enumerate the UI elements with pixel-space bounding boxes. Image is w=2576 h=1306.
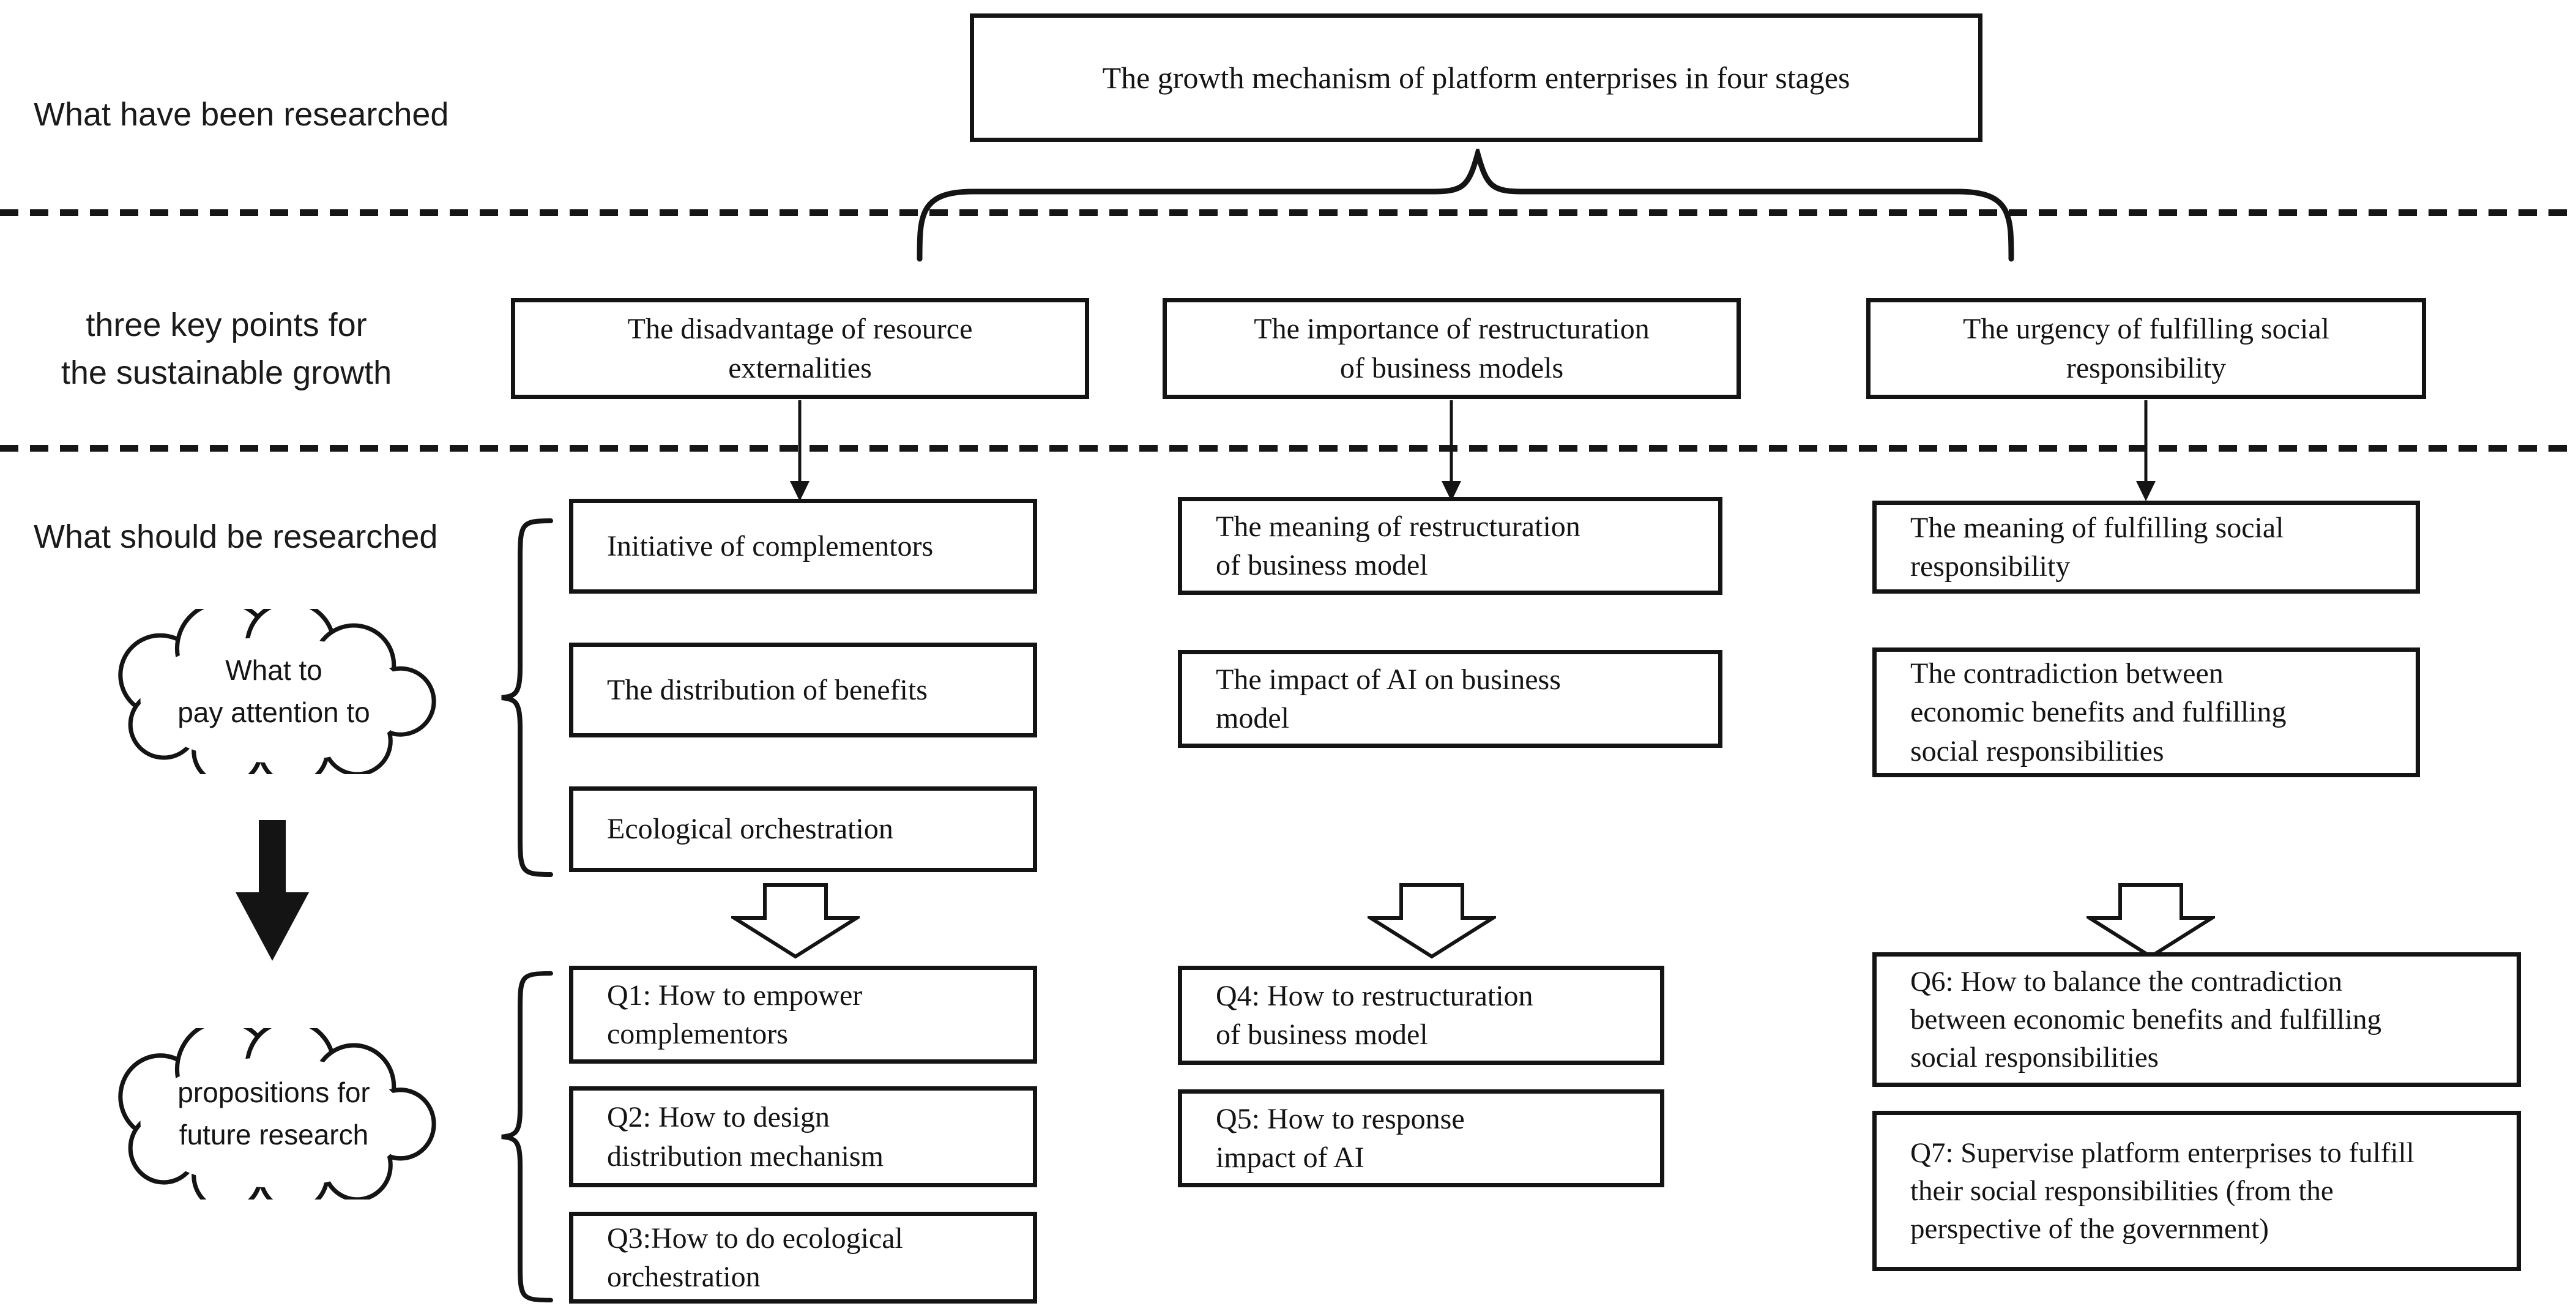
key-point-label: The importance of restructuration of bus… [1254,313,1650,384]
thick-down-arrow-icon [236,820,309,961]
top-box: The growth mechanism of platform enterpr… [970,13,1982,142]
question-label: Q2: How to design distribution mechanism [607,1101,884,1173]
focus-box-initiative-of-complementors: Initiative of complementors [569,499,1037,594]
question-label: Q7: Supervise platform enterprises to fu… [1910,1136,2414,1245]
down-arrow-icon [789,400,811,502]
focus-label: Initiative of complementors [607,529,934,562]
focus-box-contradiction-economic-social: The contradiction between economic benef… [1872,647,2420,777]
question-box-q5: Q5: How to response impact of AI [1178,1089,1664,1187]
dashed-divider-top [0,209,2576,216]
curly-brace-focus-icon [497,517,555,878]
hollow-down-arrow-icon [2086,882,2215,959]
question-box-q6: Q6: How to balance the contradiction bet… [1872,952,2521,1087]
question-label: Q5: How to response impact of AI [1216,1102,1465,1174]
question-box-q1: Q1: How to empower complementors [569,966,1037,1064]
focus-label: Ecological orchestration [607,813,893,846]
label-three-key-points: three key points for the sustainable gro… [61,307,392,392]
down-arrow-icon [2135,400,2157,502]
cloud-label: propositions for future research [177,1077,370,1151]
focus-box-distribution-of-benefits: The distribution of benefits [569,643,1037,737]
focus-label: The contradiction between economic benef… [1910,657,2287,767]
cloud-shape-icon [118,609,436,774]
question-label: Q6: How to balance the contradiction bet… [1910,965,2382,1074]
focus-label: The distribution of benefits [607,673,928,706]
key-point-label: The disadvantage of resource externaliti… [627,313,973,384]
question-label: Q4: How to restructuration of business m… [1216,979,1533,1051]
question-box-q3: Q3:How to do ecological orchestration [569,1212,1037,1304]
focus-label: The meaning of fulfilling social respons… [1910,511,2284,583]
label-what-have-been-researched: What have been researched [34,96,449,133]
focus-box-impact-of-ai: The impact of AI on business model [1178,650,1722,748]
label-what-should-be-researched: What should be researched [34,518,438,555]
question-label: Q1: How to empower complementors [607,979,863,1050]
cloud-shape-icon [118,1028,436,1200]
dashed-divider-middle [0,445,2576,452]
hollow-down-arrow-icon [731,882,860,959]
question-box-q7: Q7: Supervise platform enterprises to fu… [1872,1111,2521,1271]
key-point-box-social-responsibility: The urgency of fulfilling social respons… [1866,298,2426,399]
focus-label: The impact of AI on business model [1216,663,1561,734]
question-box-q2: Q2: How to design distribution mechanism [569,1086,1037,1187]
down-arrow-icon [1440,400,1462,502]
focus-box-meaning-of-fulfilling-social-responsibility: The meaning of fulfilling social respons… [1872,501,2420,594]
curly-brace-horizontal-icon [915,149,2016,262]
curly-brace-questions-icon [497,970,555,1304]
cloud-label: What to pay attention to [177,654,370,728]
key-point-box-business-models: The importance of restructuration of bus… [1163,298,1741,399]
key-point-label: The urgency of fulfilling social respons… [1963,313,2329,384]
focus-label: The meaning of restructuration of busine… [1216,510,1580,581]
key-point-box-resource-externalities: The disadvantage of resource externaliti… [511,298,1089,399]
cloud-what-to-pay-attention-to: What to pay attention to [107,609,441,774]
cloud-propositions-future-research: propositions for future research [107,1028,441,1200]
hollow-down-arrow-icon [1368,882,1496,959]
focus-box-ecological-orchestration: Ecological orchestration [569,786,1037,872]
question-label: Q3:How to do ecological orchestration [607,1222,903,1293]
focus-box-meaning-of-restructuration: The meaning of restructuration of busine… [1178,497,1722,595]
question-box-q4: Q4: How to restructuration of business m… [1178,966,1664,1065]
top-box-label: The growth mechanism of platform enterpr… [1102,61,1850,95]
